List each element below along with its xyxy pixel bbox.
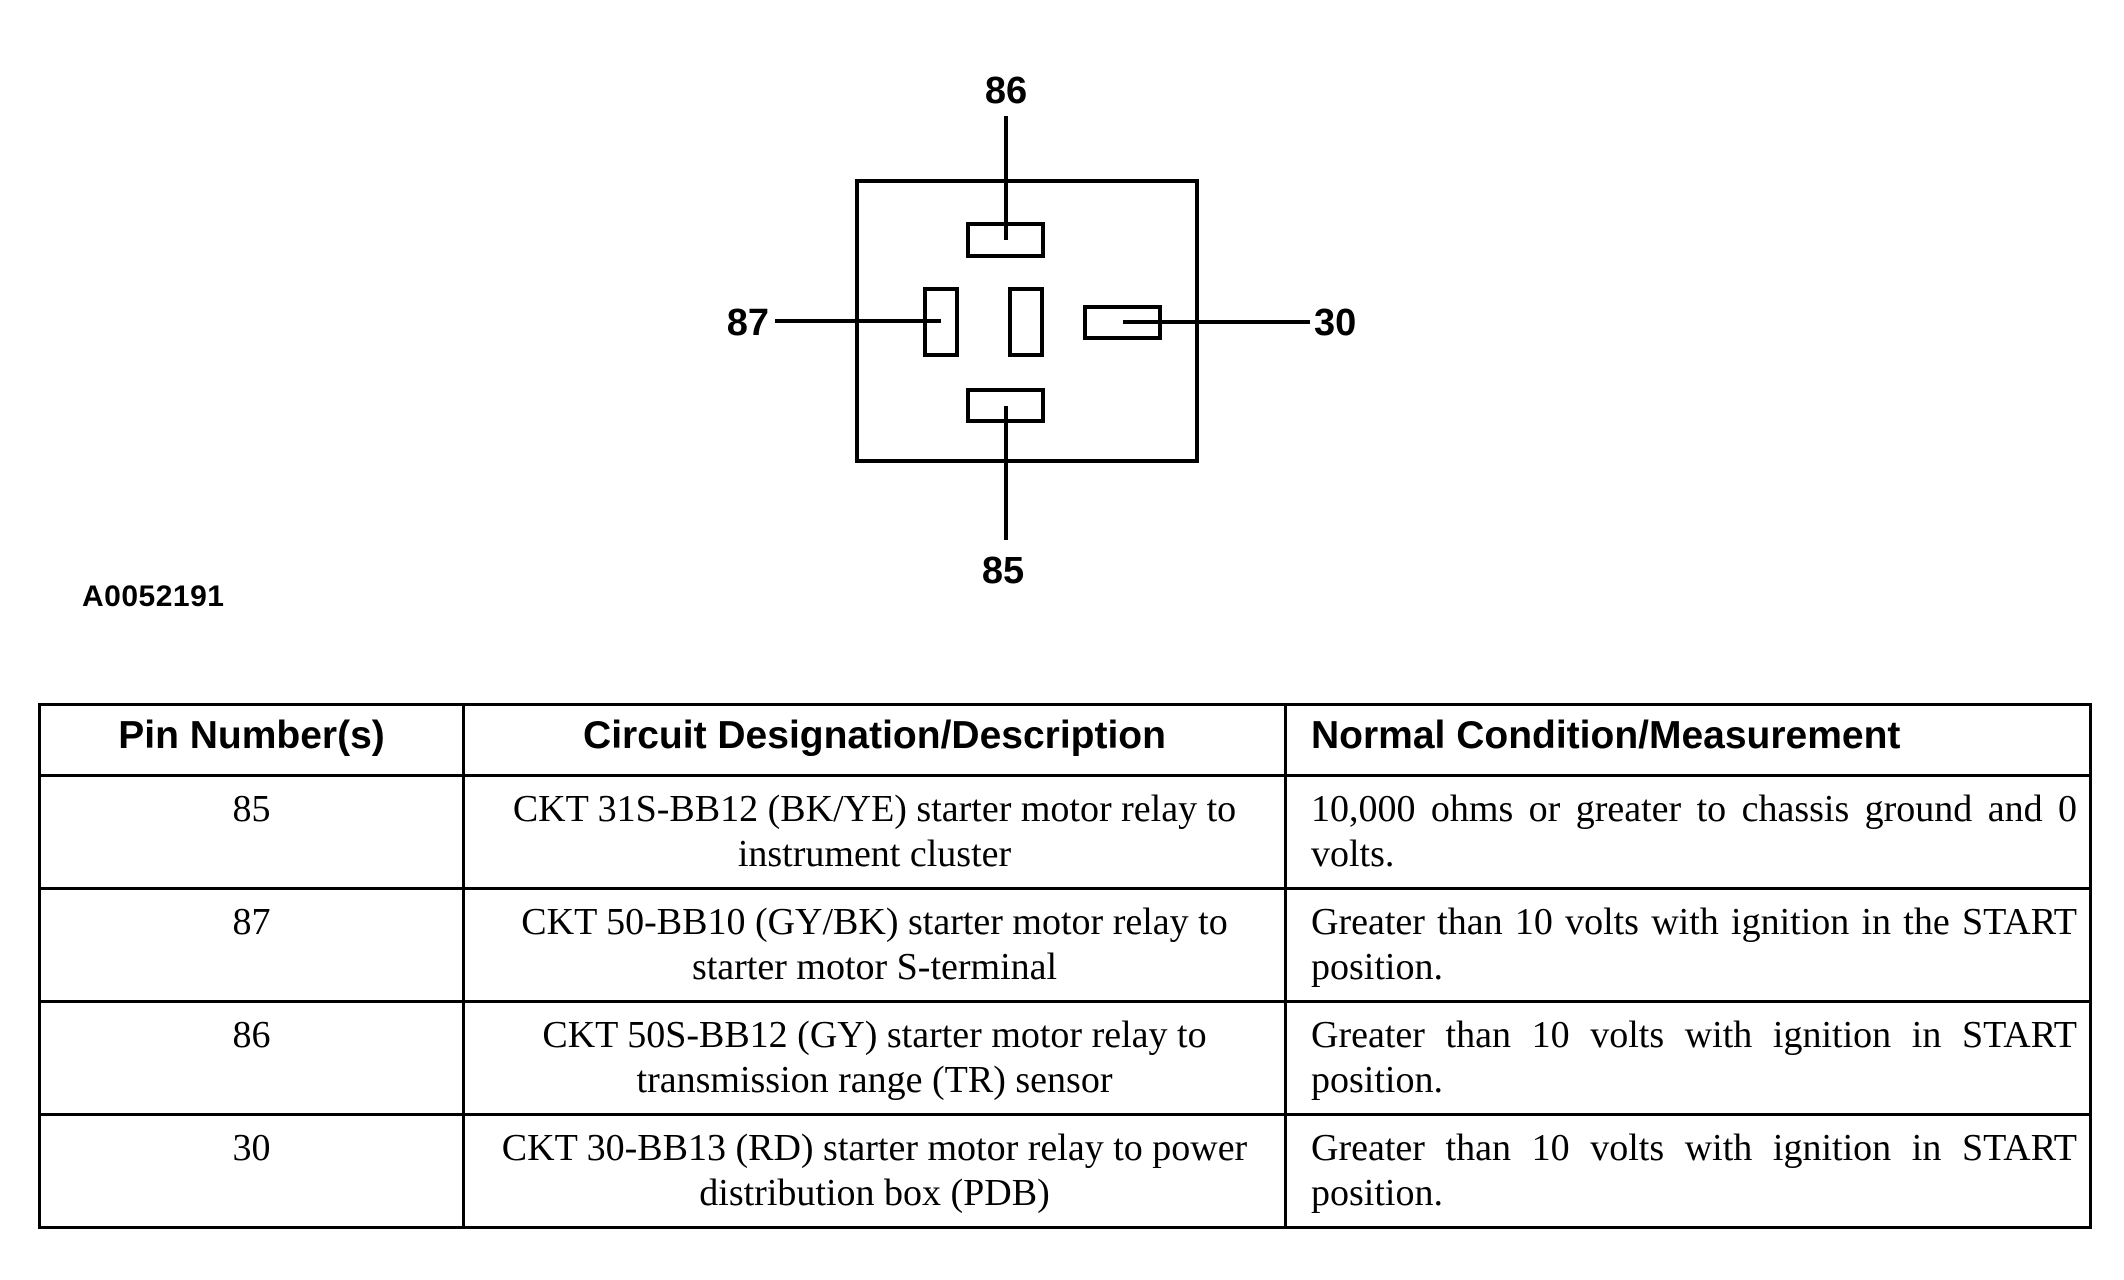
table-row: 86 CKT 50S-BB12 (GY) starter motor relay… <box>38 1000 2092 1116</box>
figure-id: A0052191 <box>82 580 225 613</box>
normal-condition-cell: Greater than 10 volts with ignition in t… <box>1284 887 2092 1003</box>
pin-label-30: 30 <box>1314 302 1356 344</box>
pin-number-cell: 86 <box>38 1000 465 1116</box>
pin-number-cell: 87 <box>38 887 465 1003</box>
table-row: 30 CKT 30-BB13 (RD) starter motor relay … <box>38 1113 2092 1229</box>
pin-number-cell: 30 <box>38 1113 465 1229</box>
center-terminal <box>1008 287 1044 357</box>
pin-number-cell: 85 <box>38 774 465 890</box>
pin-label-86: 86 <box>985 70 1027 112</box>
circuit-description-cell: CKT 50-BB10 (GY/BK) starter motor relay … <box>462 887 1287 1003</box>
pin-label-85: 85 <box>982 550 1024 592</box>
table-row: 85 CKT 31S-BB12 (BK/YE) starter motor re… <box>38 774 2092 890</box>
relay-connector-diagram: 86 87 30 85 <box>727 70 1357 592</box>
circuit-description-cell: CKT 50S-BB12 (GY) starter motor relay to… <box>462 1000 1287 1116</box>
table-row: 87 CKT 50-BB10 (GY/BK) starter motor rel… <box>38 887 2092 1003</box>
header-circuit-description: Circuit Designation/Description <box>462 703 1287 777</box>
circuit-description-cell: CKT 31S-BB12 (BK/YE) starter motor relay… <box>462 774 1287 890</box>
normal-condition-cell: Greater than 10 volts with ignition in S… <box>1284 1113 2092 1229</box>
header-normal-condition: Normal Condition/Measurement <box>1284 703 2092 777</box>
pin-label-87: 87 <box>727 302 769 344</box>
header-pin-numbers: Pin Number(s) <box>38 703 465 777</box>
pin-measurement-table: Pin Number(s) Circuit Designation/Descri… <box>38 703 2092 1229</box>
normal-condition-cell: Greater than 10 volts with ignition in S… <box>1284 1000 2092 1116</box>
table-header-row: Pin Number(s) Circuit Designation/Descri… <box>38 703 2092 777</box>
circuit-description-cell: CKT 30-BB13 (RD) starter motor relay to … <box>462 1113 1287 1229</box>
normal-condition-cell: 10,000 ohms or greater to chassis ground… <box>1284 774 2092 890</box>
